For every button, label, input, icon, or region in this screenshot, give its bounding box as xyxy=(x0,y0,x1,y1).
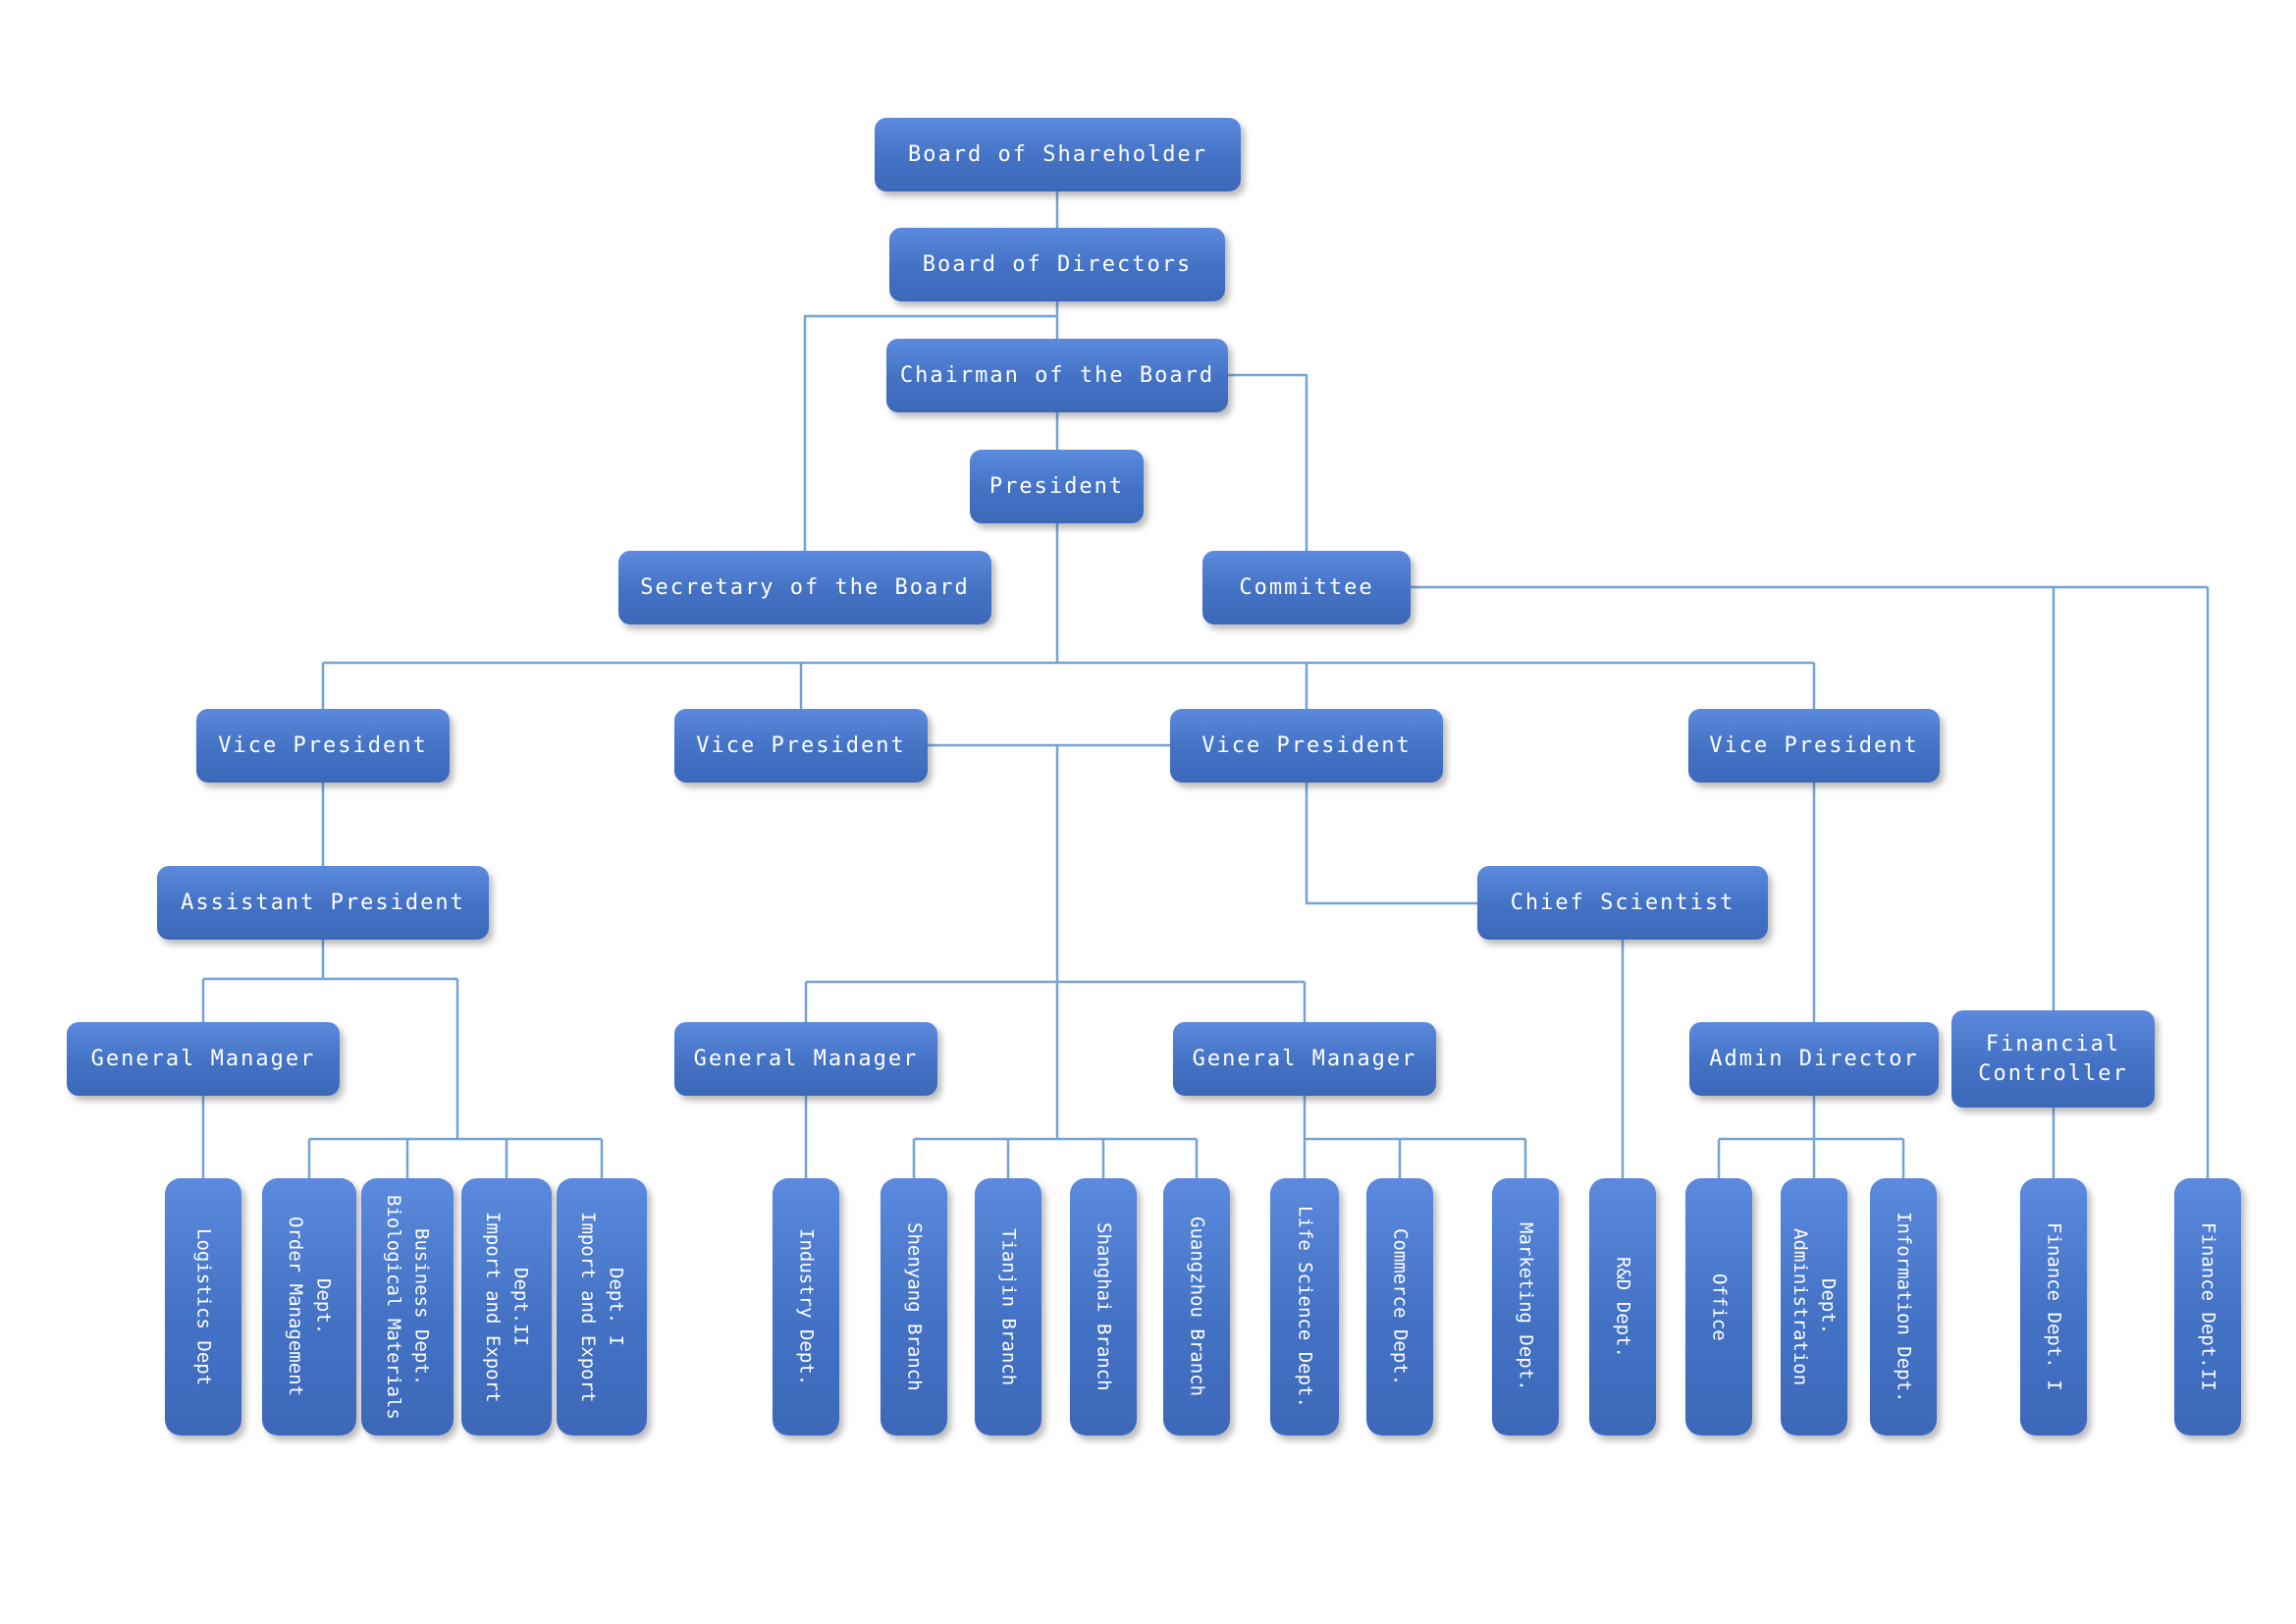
node-label: Vice President xyxy=(696,732,906,758)
node-label: Financial Controller xyxy=(1978,1031,2128,1086)
node-label: Shenyang Branch xyxy=(903,1222,926,1391)
node-secretary-of-the-board: Secretary of the Board xyxy=(618,551,991,624)
connector xyxy=(1305,783,1477,905)
connector xyxy=(1228,373,1308,551)
node-life-science-dept: Life Science Dept. xyxy=(1270,1178,1339,1435)
node-label: Biological Materials Business Dept. xyxy=(383,1194,433,1420)
node-label: Admin Director xyxy=(1709,1046,1919,1071)
node-label: Chief Scientist xyxy=(1510,890,1735,915)
node-label: Board of Shareholder xyxy=(908,141,1207,167)
node-industry-dept: Industry Dept. xyxy=(773,1178,839,1435)
node-assistant-president: Assistant President xyxy=(157,866,489,940)
node-general-manager-2: General Manager xyxy=(674,1022,937,1096)
node-label: Marketing Dept. xyxy=(1515,1222,1537,1391)
node-label: Vice President xyxy=(1709,732,1919,758)
node-general-manager-3: General Manager xyxy=(1173,1022,1436,1096)
node-financial-controller: Financial Controller xyxy=(1951,1010,2155,1108)
node-label: Shanghai Branch xyxy=(1093,1222,1115,1391)
node-president: President xyxy=(970,450,1144,523)
node-biological-materials-business-dept: Biological Materials Business Dept. xyxy=(361,1178,454,1435)
node-label: Tianjin Branch xyxy=(997,1227,1020,1386)
node-logistics-dept: Logistics Dept xyxy=(165,1178,241,1435)
node-label: General Manager xyxy=(90,1046,316,1071)
node-label: Committee xyxy=(1239,574,1374,600)
node-label: R&D Dept. xyxy=(1612,1256,1634,1358)
node-label: Logistics Dept xyxy=(192,1227,215,1386)
node-admin-director: Admin Director xyxy=(1689,1022,1939,1096)
node-label: Commerce Dept. xyxy=(1389,1227,1412,1386)
node-label: Administration Dept. xyxy=(1789,1227,1840,1386)
node-information-dept: Information Dept. xyxy=(1870,1178,1937,1435)
node-guangzhou-branch: Guangzhou Branch xyxy=(1163,1178,1230,1435)
node-label: Vice President xyxy=(1201,732,1412,758)
node-label: President xyxy=(988,473,1125,499)
node-label: Import and Export Dept. I xyxy=(577,1211,627,1403)
node-commerce-dept: Commerce Dept. xyxy=(1366,1178,1433,1435)
node-finance-dept-1: Finance Dept. I xyxy=(2020,1178,2087,1435)
node-label: Secretary of the Board xyxy=(640,574,970,600)
node-label: Office xyxy=(1708,1272,1731,1341)
node-board-of-directors: Board of Directors xyxy=(889,228,1225,301)
node-label: Board of Directors xyxy=(922,251,1193,277)
node-marketing-dept: Marketing Dept. xyxy=(1492,1178,1559,1435)
node-label: Chairman of the Board xyxy=(899,362,1215,388)
node-label: Information Dept. xyxy=(1893,1211,1915,1403)
node-label: Import and Export Dept.II xyxy=(482,1211,532,1403)
node-office: Office xyxy=(1685,1178,1752,1435)
node-chairman-of-the-board: Chairman of the Board xyxy=(886,339,1228,412)
node-vice-president-3: Vice President xyxy=(1170,709,1443,783)
node-label: Industry Dept. xyxy=(795,1227,818,1386)
node-shanghai-branch: Shanghai Branch xyxy=(1070,1178,1137,1435)
node-label: Order Management Dept. xyxy=(285,1217,335,1397)
node-label: General Manager xyxy=(1192,1046,1417,1071)
node-vice-president-1: Vice President xyxy=(196,709,450,783)
connector xyxy=(803,314,1057,551)
node-finance-dept-2: Finance Dept.II xyxy=(2174,1178,2241,1435)
node-label: Assistant President xyxy=(181,890,465,915)
node-chief-scientist: Chief Scientist xyxy=(1477,866,1768,940)
node-label: Finance Dept. I xyxy=(2043,1222,2065,1391)
node-label: Guangzhou Branch xyxy=(1186,1217,1208,1397)
node-label: Finance Dept.II xyxy=(2197,1222,2219,1391)
node-vice-president-2: Vice President xyxy=(674,709,928,783)
node-import-and-export-dept-1: Import and Export Dept. I xyxy=(557,1178,647,1435)
node-committee: Committee xyxy=(1202,551,1411,624)
node-label: General Manager xyxy=(693,1046,919,1071)
node-rd-dept: R&D Dept. xyxy=(1589,1178,1656,1435)
node-vice-president-4: Vice President xyxy=(1688,709,1940,783)
node-board-of-shareholder: Board of Shareholder xyxy=(875,118,1241,191)
node-order-management-dept: Order Management Dept. xyxy=(262,1178,356,1435)
node-label: Life Science Dept. xyxy=(1294,1206,1316,1408)
node-import-and-export-dept-2: Import and Export Dept.II xyxy=(461,1178,552,1435)
node-general-manager-1: General Manager xyxy=(67,1022,340,1096)
node-shenyang-branch: Shenyang Branch xyxy=(881,1178,947,1435)
node-administration-dept: Administration Dept. xyxy=(1781,1178,1847,1435)
node-tianjin-branch: Tianjin Branch xyxy=(975,1178,1041,1435)
node-label: Vice President xyxy=(218,732,428,758)
